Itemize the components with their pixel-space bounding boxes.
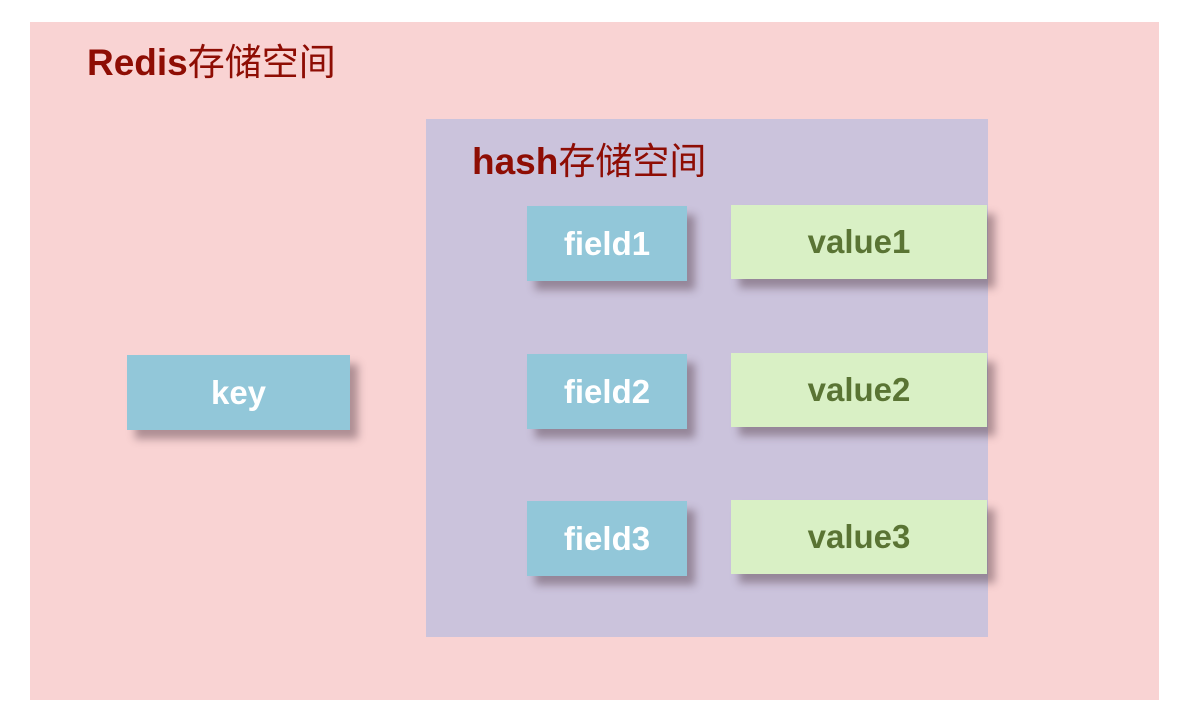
key-label: key	[210, 373, 267, 411]
hash-storage-title: hash存储空间	[472, 131, 706, 185]
redis-storage-title: Redis存储空间	[87, 32, 336, 86]
hash-title-cjk: 存储空间	[558, 142, 707, 183]
field-box: field3	[527, 501, 687, 576]
hash-storage-space: hash存储空间 field1 value1 field2 value2	[426, 119, 988, 637]
field-label: field3	[563, 519, 651, 557]
key-box: key	[127, 355, 350, 430]
field-box: field2	[527, 354, 687, 429]
field-label: field2	[563, 372, 651, 410]
redis-title-cjk: 存储空间	[187, 43, 336, 84]
value-label: value3	[807, 518, 911, 555]
hash-row-1: field1 value1	[527, 205, 987, 282]
hash-title-latin: hash	[472, 141, 559, 182]
value-box: value2	[731, 353, 987, 427]
field-box: field1	[527, 206, 687, 281]
value-label: value1	[807, 223, 911, 260]
field-label: field1	[563, 224, 651, 262]
value-box: value3	[731, 500, 987, 574]
value-box: value1	[731, 205, 987, 279]
value-label: value2	[807, 371, 911, 408]
redis-title-latin: Redis	[87, 42, 188, 83]
redis-storage-space: Redis存储空间 key hash存储空间 field1 value1 fie…	[30, 22, 1159, 700]
hash-row-3: field3 value3	[527, 500, 987, 577]
hash-row-2: field2 value2	[527, 353, 987, 430]
